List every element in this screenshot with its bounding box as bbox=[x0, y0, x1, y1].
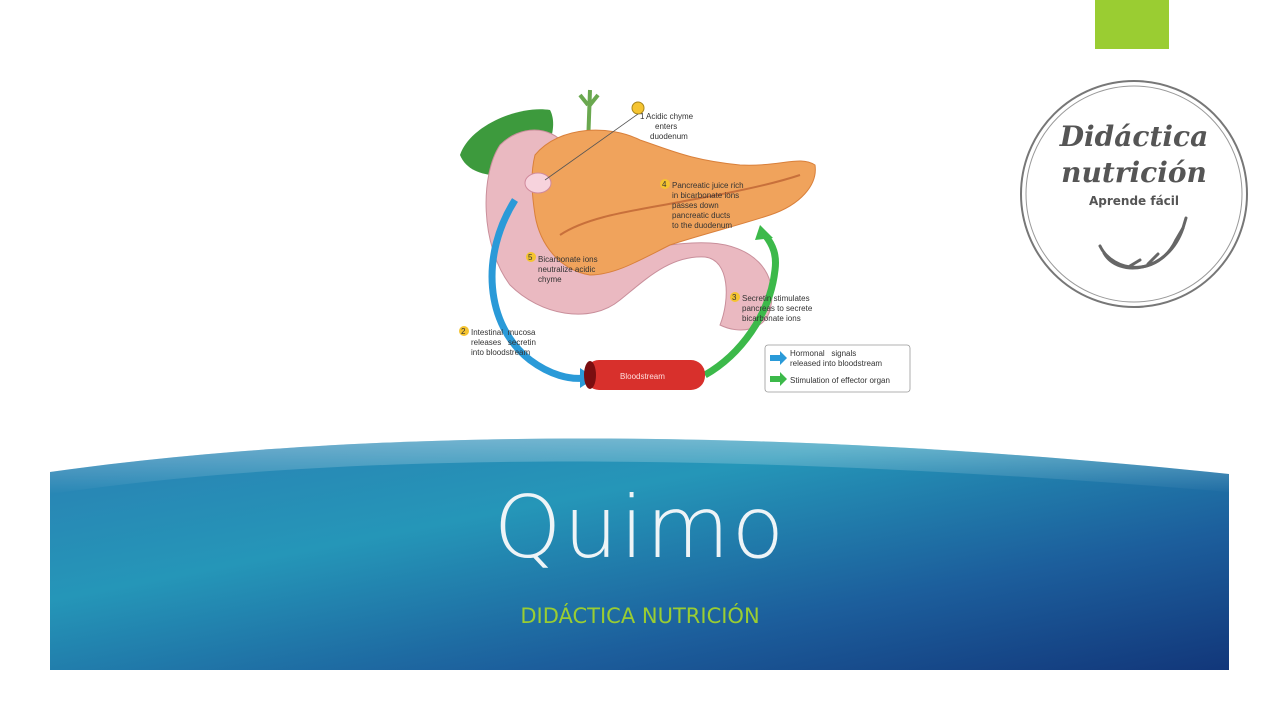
title-banner bbox=[50, 432, 1229, 670]
legend-hormonal-line1: Hormonal signals bbox=[790, 349, 856, 358]
step-5-line1: Bicarbonate ions bbox=[538, 255, 598, 264]
chyme-blob bbox=[524, 172, 552, 194]
bloodstream-vessel bbox=[585, 360, 705, 390]
secretin-diagram: Bloodstream 1 Acidic chyme enters duoden… bbox=[440, 85, 920, 405]
banana-icon bbox=[1098, 216, 1188, 270]
slide-title: Quimo bbox=[493, 478, 787, 578]
logo-tagline: Aprende fácil bbox=[1088, 194, 1180, 208]
slide-subtitle: DIDÁCTICA NUTRICIÓN bbox=[520, 604, 760, 628]
step-3-number: 3 bbox=[732, 293, 737, 302]
step-3-line2: pancreas to secrete bbox=[742, 304, 813, 313]
step-2-marker bbox=[459, 326, 469, 336]
step-2-number: 2 bbox=[461, 327, 466, 336]
bloodstream-label: Bloodstream bbox=[620, 372, 665, 381]
legend-stimulation-label: Stimulation of effector organ bbox=[790, 376, 890, 385]
logo-line1: Didáctica bbox=[1059, 120, 1209, 153]
legend-blue-arrow-icon bbox=[770, 351, 787, 365]
step-5-line2: neutralize acidic bbox=[538, 265, 595, 274]
stimulation-arrow-head bbox=[755, 225, 773, 240]
step-3-line3: bicarbonate ions bbox=[742, 314, 801, 323]
bloodstream-opening bbox=[584, 361, 596, 389]
step-1-number: 1 bbox=[640, 112, 645, 121]
step-5-marker bbox=[526, 252, 536, 262]
step-2-line1: Intestinal mucosa bbox=[471, 328, 536, 337]
step-4-line5: to the duodenum bbox=[672, 221, 732, 230]
step-3-line1: Secretin stimulates bbox=[742, 294, 810, 303]
step-1-line2: enters bbox=[655, 122, 677, 131]
step-1-leader bbox=[544, 113, 639, 181]
step-4-number: 4 bbox=[662, 180, 667, 189]
hormonal-arrow bbox=[488, 198, 586, 382]
step-2-line3: into bloodstream bbox=[471, 348, 530, 357]
step-4-line1: Pancreatic juice rich bbox=[672, 181, 744, 190]
step-4-line2: in bicarbonate ions bbox=[672, 191, 739, 200]
legend-hormonal-line2: released into bloodstream bbox=[790, 359, 882, 368]
legend-box bbox=[764, 344, 911, 393]
step-4-marker bbox=[660, 179, 670, 189]
step-5-number: 5 bbox=[528, 253, 533, 262]
step-4-line3: passes down bbox=[672, 201, 719, 210]
step-3-marker bbox=[730, 292, 740, 302]
diagram-svg: Bloodstream 1 Acidic chyme enters duoden… bbox=[459, 89, 911, 393]
banner-background bbox=[50, 438, 1229, 670]
step-1-line3: duodenum bbox=[650, 132, 688, 141]
legend-green-arrow-icon bbox=[770, 372, 787, 386]
logo-rings bbox=[1020, 80, 1248, 308]
stimulation-arrow bbox=[703, 232, 779, 379]
pancreatic-duct bbox=[559, 174, 801, 236]
accent-tab bbox=[1095, 0, 1169, 49]
step-1-line1: Acidic chyme bbox=[646, 112, 694, 121]
step-4-line4: pancreatic ducts bbox=[672, 211, 730, 220]
didactica-nutricion-logo: Didáctica nutrición Aprende fácil bbox=[1018, 78, 1250, 310]
step-2-line2: releases secretin bbox=[471, 338, 536, 347]
logo-line2: nutrición bbox=[1061, 156, 1207, 189]
step-5-line3: chyme bbox=[538, 275, 562, 284]
